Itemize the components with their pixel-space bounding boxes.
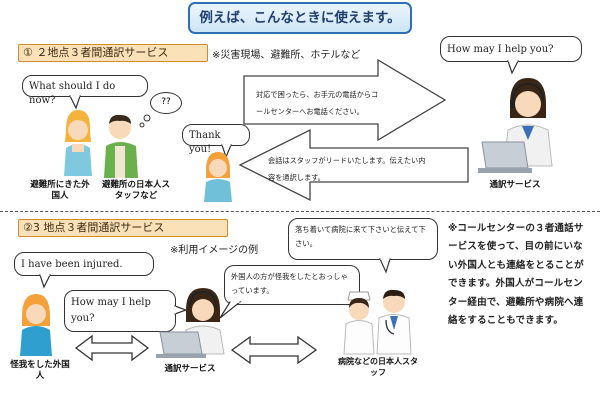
doctor-icon [376, 289, 412, 355]
speech-bubble-hospital: 落ち着いて病院に来て下さいと伝えて下さい。 [288, 218, 438, 260]
page-banner-title: 例えば、こんなときに使えます。 [188, 2, 412, 34]
speech-bubble-injured: I have been injured. [14, 252, 154, 276]
caption-hospital-staff: 病院などの日本人スタッフ [338, 357, 418, 377]
section2-label: ②3 地点３者間通訳サービス [18, 219, 228, 237]
speech-bubble-foreigner: What should I do now? [22, 75, 148, 106]
section-divider [0, 211, 600, 212]
section1-note: ※災害現場、避難所、ホテルなど [212, 50, 361, 61]
person-foreigner-icon [204, 152, 232, 202]
laptop-icon [478, 141, 532, 173]
section1-label: ① ２地点３者間通訳サービス [18, 44, 208, 62]
caption-operator-2: 通訳サービス [164, 364, 216, 374]
section2-note: ※利用イメージの例 [170, 245, 259, 256]
arrow-text-1: 対応で困ったら、お手元の電話からコールセンターへお電話ください。 [256, 90, 379, 116]
person-staff-icon [104, 114, 138, 178]
speech-bubble-thankyou: Thank you! [182, 124, 250, 155]
caption-injured: 怪我をした外国人 [10, 360, 70, 381]
nurse-icon [343, 291, 375, 355]
caption-staff: 避難所の日本人スタッフなど [101, 180, 170, 201]
arrow-text-2: 会話はスタッフがリードいたします。伝えたい内容を通訳します。 [268, 156, 426, 182]
person-foreigner-icon [20, 294, 52, 356]
laptop-icon [156, 331, 206, 358]
thought-bubble-confused: ?? [150, 92, 182, 114]
caption-foreigner: 避難所にきた外国人 [30, 180, 90, 201]
person-foreigner-icon [64, 110, 92, 176]
speech-bubble-operator-2: How may I help you? [64, 290, 176, 332]
section2-right-note: ※コールセンターの３者通話サービスを使って、目の前にいない外国人とも連絡をとるこ… [448, 223, 584, 327]
caption-operator: 通訳サービス [489, 180, 541, 190]
operator-headset-icon [181, 288, 225, 355]
speech-bubble-operator-jp: 外国人の方が怪我をしたとおっしゃっています。 [224, 265, 360, 305]
